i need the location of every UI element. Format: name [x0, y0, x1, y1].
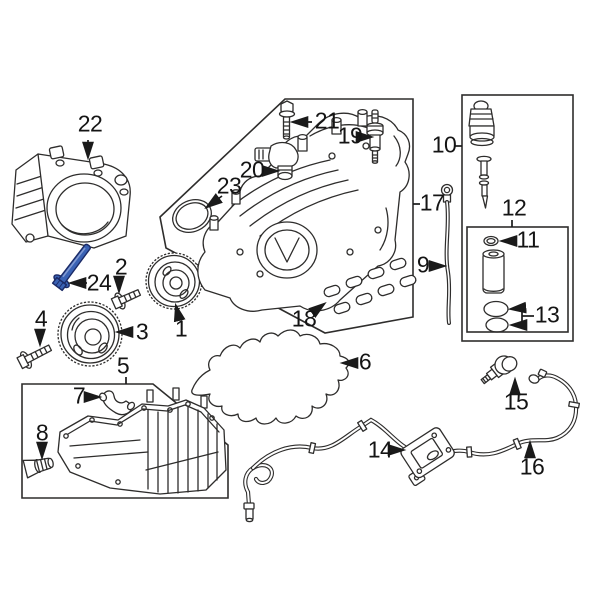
callout-6[interactable]: 6 — [358, 348, 372, 375]
callout-13[interactable]: 13 — [534, 301, 560, 328]
intake-manifold-gaskets — [323, 257, 417, 315]
callout-17[interactable]: 17 — [419, 189, 445, 216]
group-box-oil-filter — [461, 94, 574, 342]
callout-15[interactable]: 15 — [503, 388, 529, 415]
oil-drain-plug — [22, 457, 54, 479]
drive-pulley — [57, 301, 123, 367]
callout-11[interactable]: 11 — [516, 226, 540, 253]
control-module-bracket — [400, 427, 455, 486]
callout-12[interactable]: 12 — [501, 194, 527, 221]
callout-20[interactable]: 20 — [239, 156, 265, 183]
pulley-bolt — [110, 289, 142, 310]
harness-sensor-connector — [528, 368, 548, 384]
callout-9[interactable]: 9 — [416, 251, 430, 278]
filter-gasket-seals — [483, 300, 509, 333]
group-box-filter-kit — [466, 226, 569, 333]
pulley-bolt-lower — [16, 344, 53, 370]
callout-14[interactable]: 14 — [367, 436, 393, 463]
callout-10[interactable]: 10 — [431, 131, 457, 158]
callout-8[interactable]: 8 — [35, 419, 49, 446]
callout-16[interactable]: 16 — [519, 453, 545, 480]
intake-manifold — [197, 108, 417, 315]
highlighted-bolt-part-24[interactable] — [50, 240, 96, 292]
manifold-stud — [366, 109, 384, 164]
oil-pressure-sensor — [480, 355, 518, 385]
map-sensor — [254, 141, 299, 181]
crankshaft-pulley — [145, 252, 203, 310]
callout-7[interactable]: 7 — [72, 382, 86, 409]
filter-oring — [483, 235, 499, 247]
group-box-intake-manifold — [159, 98, 414, 334]
callout-23[interactable]: 23 — [216, 172, 242, 199]
callout-18[interactable]: 18 — [291, 305, 317, 332]
callout-22[interactable]: 22 — [77, 110, 103, 137]
oil-filter-cap — [468, 100, 495, 147]
manifold-bolt — [278, 100, 296, 140]
throttle-body — [11, 145, 131, 249]
oil-dipstick-and-tube — [440, 183, 454, 325]
callout-5[interactable]: 5 — [116, 352, 130, 379]
oil-pan — [57, 387, 227, 495]
oil-filter-element — [482, 249, 505, 294]
callout-leaders — [34, 116, 536, 461]
group-box-oil-pan — [21, 383, 229, 499]
callout-3[interactable]: 3 — [135, 318, 149, 345]
callout-1[interactable]: 1 — [174, 315, 188, 342]
callout-19[interactable]: 19 — [337, 122, 363, 149]
harness-end-connector — [243, 502, 255, 523]
oil-level-tube — [98, 390, 136, 416]
oil-pan-gasket — [191, 329, 350, 425]
oil-filter-standpipe — [476, 155, 492, 209]
callout-2[interactable]: 2 — [114, 253, 128, 280]
callout-4[interactable]: 4 — [34, 305, 48, 332]
callout-24[interactable]: 24 — [86, 269, 112, 296]
callout-21[interactable]: 21 — [314, 107, 340, 134]
